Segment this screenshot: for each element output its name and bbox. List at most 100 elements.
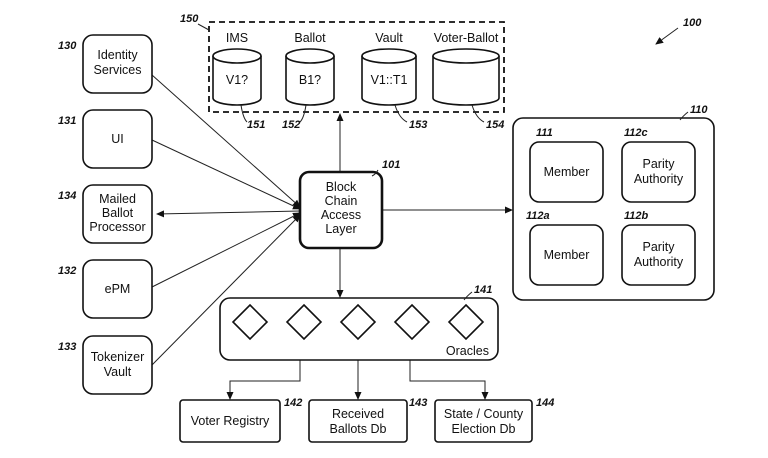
tokenizer-vault-box: Tokenizer Vault 133 — [58, 335, 153, 395]
parity-112c-line-2: Authority — [634, 172, 684, 186]
storage-vault-title: Vault — [375, 31, 403, 45]
access-layer-line-2: Chain — [325, 194, 358, 208]
oracle-diamond — [339, 303, 377, 341]
access-layer-line-4: Layer — [325, 222, 356, 236]
storage-ims-value: V1? — [226, 73, 248, 87]
ui-ref: 131 — [58, 115, 76, 127]
parity-112b-line-1: Parity — [643, 240, 676, 254]
block-chain-access-layer: Block Chain Access Layer 101 — [298, 159, 400, 250]
access-layer-leader — [371, 169, 379, 177]
oracle-diamond — [447, 303, 485, 341]
access-layer-line-1: Block — [326, 180, 357, 194]
identity-services-ref: 130 — [58, 40, 77, 52]
oracle-diamond — [231, 303, 269, 341]
member-111-box: Member 111 — [529, 127, 604, 203]
oracles-group: Oracles 141 — [219, 284, 499, 361]
figure-ref: 100 — [683, 17, 702, 29]
parity-112b-ref: 112b — [624, 210, 649, 222]
member-group: 110 Member 111 Parity Authority 112c Mem… — [512, 104, 715, 301]
parity-112c-line-1: Parity — [643, 157, 676, 171]
parity-authority-112c-box: Parity Authority 112c — [621, 127, 696, 203]
connector-epm — [151, 212, 301, 288]
mailed-ballot-processor-box: Mailed Ballot Processor 134 — [58, 184, 153, 244]
storage-ims: IMS V1? 151 — [212, 31, 265, 131]
parity-112b-line-2: Authority — [634, 255, 684, 269]
storage-ballot: Ballot B1? 152 — [282, 31, 335, 131]
cylinder-vault-top — [361, 48, 417, 64]
identity-services-line-2: Services — [94, 63, 142, 77]
parity-112c-ref: 112c — [624, 127, 648, 139]
cylinder-voter-ballot-body — [432, 56, 500, 106]
state-county-line-2: Election Db — [452, 422, 516, 436]
voter-registry-box: Voter Registry 142 — [179, 397, 302, 443]
connector-mailed — [156, 207, 308, 218]
storage-group-ref-leader — [197, 23, 210, 31]
cylinder-voter-ballot-top — [432, 48, 500, 64]
oracles-leader — [463, 291, 473, 301]
connectors — [151, 74, 513, 400]
storage-ims-title: IMS — [226, 31, 248, 45]
cylinder-ims-top — [212, 48, 262, 64]
cylinder-ims-body — [212, 56, 262, 106]
storage-ballot-ref: 152 — [282, 119, 300, 131]
storage-ballot-leader — [299, 104, 307, 123]
parity-authority-112b-box: Parity Authority 112b — [621, 210, 696, 286]
bottom-boxes: Voter Registry 142 Received Ballots Db 1… — [179, 397, 554, 443]
storage-vault-ref: 153 — [409, 119, 427, 131]
epm-ref: 132 — [58, 265, 76, 277]
connector-ui — [151, 139, 301, 210]
member-group-ref: 110 — [690, 104, 708, 116]
received-ballots-box: Received Ballots Db 143 — [308, 397, 427, 443]
storage-group-ref: 150 — [180, 13, 199, 25]
connector-identity — [151, 74, 301, 208]
member-112a-label: Member — [544, 248, 590, 262]
connector-state-county — [409, 342, 489, 400]
state-county-ref: 144 — [536, 397, 554, 409]
storage-ims-leader — [240, 104, 248, 123]
ui-line-1: UI — [111, 132, 124, 146]
voter-registry-label: Voter Registry — [191, 414, 270, 428]
oracle-diamond — [393, 303, 431, 341]
mailed-line-2: Ballot — [102, 206, 134, 220]
member-111-ref: 111 — [536, 127, 553, 139]
cylinder-vault-body — [361, 56, 417, 106]
voter-registry-ref: 142 — [284, 397, 302, 409]
oracles-label: Oracles — [446, 344, 489, 358]
identity-services-line-1: Identity — [97, 48, 138, 62]
storage-voter-ballot: Voter-Ballot 154 — [432, 31, 504, 131]
mailed-ref: 134 — [58, 190, 76, 202]
connector-voter-registry — [226, 342, 301, 400]
tokenizer-ref: 133 — [58, 341, 76, 353]
storage-vault: Vault V1::T1 153 — [361, 31, 427, 131]
storage-ballot-title: Ballot — [294, 31, 326, 45]
received-ballots-ref: 143 — [409, 397, 427, 409]
oracle-diamond — [285, 303, 323, 341]
member-111-label: Member — [544, 165, 590, 179]
epm-box: ePM 132 — [58, 259, 153, 319]
mailed-line-1: Mailed — [99, 192, 136, 206]
left-boxes: Identity Services 130 UI 131 Mailed Ball… — [58, 34, 153, 395]
cylinder-ballot-top — [285, 48, 335, 64]
cylinder-ballot-body — [285, 56, 335, 106]
oracle-diamonds — [231, 303, 485, 341]
storage-voter-ballot-leader — [471, 104, 485, 123]
member-112a-ref: 112a — [526, 210, 550, 222]
connector-tokenizer — [151, 214, 301, 366]
storage-ims-ref: 151 — [247, 119, 265, 131]
epm-line-1: ePM — [105, 282, 131, 296]
storage-voter-ballot-title: Voter-Ballot — [434, 31, 499, 45]
storage-ballot-value: B1? — [299, 73, 321, 87]
figure-ref-arrow — [655, 27, 679, 45]
storage-vault-value: V1::T1 — [371, 73, 408, 87]
identity-services-box: Identity Services 130 — [58, 34, 153, 94]
received-ballots-line-2: Ballots Db — [330, 422, 387, 436]
access-layer-line-3: Access — [321, 208, 361, 222]
state-county-line-1: State / County — [444, 407, 524, 421]
tokenizer-line-1: Tokenizer — [91, 350, 145, 364]
storage-voter-ballot-ref: 154 — [486, 119, 504, 131]
state-county-box: State / County Election Db 144 — [434, 397, 554, 443]
access-layer-ref: 101 — [382, 159, 400, 171]
ui-box: UI 131 — [58, 109, 153, 169]
oracles-ref: 141 — [474, 284, 492, 296]
received-ballots-line-1: Received — [332, 407, 384, 421]
